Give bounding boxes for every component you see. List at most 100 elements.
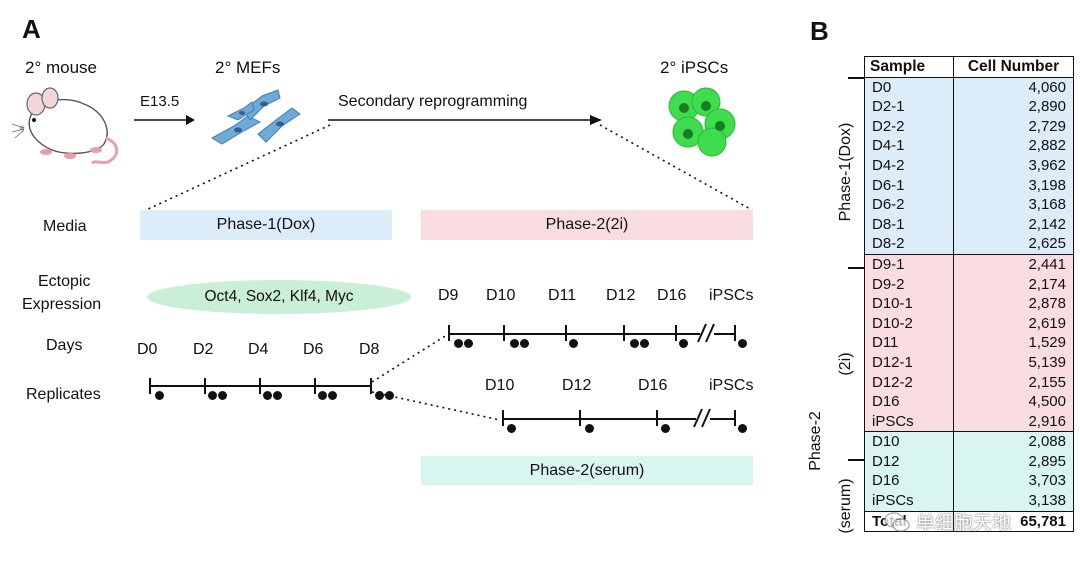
replicate-dot: [208, 391, 217, 400]
replicate-dot: [385, 391, 394, 400]
sample-cell: D4-2: [864, 155, 954, 176]
cell-number-cell: 2,895: [953, 451, 1074, 472]
timeline-tick: [149, 378, 151, 394]
sample-cell: D8-1: [864, 214, 954, 235]
chat-bubble-icon: [884, 511, 910, 532]
cell-number-cell: 2,142: [953, 214, 1074, 235]
replicate-dot: [318, 391, 327, 400]
row-label-days: Days: [46, 337, 83, 354]
group-label-2i: (2i): [837, 352, 854, 376]
row-label-ectopic: Ectopic: [38, 273, 91, 290]
sample-cell: D0: [864, 77, 954, 98]
group-bracket: [848, 459, 864, 461]
secondary-reprogramming-label: Secondary reprogramming: [338, 93, 528, 110]
replicate-dot: [218, 391, 227, 400]
replicate-dot: [585, 424, 594, 433]
phase2-day-label: D9: [438, 287, 459, 304]
arrow-right-long-icon: [328, 115, 602, 125]
sample-cell: D9-2: [864, 274, 954, 295]
cell-number-cell: 4,060: [953, 77, 1074, 98]
ipsc-label: 2° iPSCs: [660, 58, 729, 77]
sample-cell: D10-1: [864, 294, 954, 314]
replicate-dot: [569, 339, 578, 348]
cell-number-cell: 2,625: [953, 234, 1074, 255]
cell-number-cell: 1,529: [953, 333, 1074, 353]
row-label-expression: Expression: [22, 296, 102, 313]
replicate-dot: [263, 391, 272, 400]
group-bracket: [848, 77, 864, 79]
group-bracket: [848, 267, 864, 269]
total-value: 65,781: [953, 510, 1074, 533]
cell-number-cell: 3,198: [953, 175, 1074, 196]
sample-cell: D10: [864, 431, 954, 452]
sample-cell: D12-2: [864, 372, 954, 393]
phase1-day-label: D2: [193, 341, 214, 358]
cell-number-cell: 2,890: [953, 97, 1074, 117]
zoom-connector-lines: [145, 124, 753, 421]
replicate-dot: [738, 339, 747, 348]
replicate-dot: [273, 391, 282, 400]
group-label-phase2: Phase-2: [807, 411, 824, 471]
table-header-row: Sample Cell Number: [864, 56, 1074, 78]
arrow-right-icon: [134, 115, 195, 125]
replicate-dot: [630, 339, 639, 348]
cell-number-cell: 2,619: [953, 313, 1074, 334]
sample-cell: D10-2: [864, 313, 954, 334]
timeline-tick: [656, 410, 658, 426]
sample-cell: D6-1: [864, 175, 954, 196]
timeline-tick: [623, 325, 625, 341]
serum-day-label: D12: [562, 377, 592, 394]
mef-label: 2° MEFs: [215, 58, 281, 77]
timeline-break-icon: [693, 408, 711, 428]
phase2-media-band: Phase-2(2i): [421, 210, 753, 240]
timeline-tick: [675, 325, 677, 341]
timeline-tick: [502, 410, 504, 426]
cell-number-cell: 2,155: [953, 372, 1074, 393]
cell-number-header: Cell Number: [953, 56, 1074, 78]
mouse-icon: [12, 87, 119, 164]
ectopic-factors-ellipse: Oct4, Sox2, Klf4, Myc: [147, 280, 411, 314]
sample-cell: iPSCs: [864, 491, 954, 512]
timeline-break-icon: [697, 323, 715, 343]
phase1-day-label: D8: [359, 341, 380, 358]
cell-number-cell: 2,729: [953, 116, 1074, 137]
sample-cell: D4-1: [864, 136, 954, 156]
panel-a-letter: A: [22, 14, 41, 44]
timeline-tick: [370, 378, 372, 394]
phase2-day-label: D11: [548, 287, 577, 304]
timeline-tick: [204, 378, 206, 394]
timeline-tick: [734, 410, 736, 426]
phase2-day-label: iPSCs: [709, 287, 754, 304]
sample-cell: D16: [864, 471, 954, 492]
sample-cell: D8-2: [864, 234, 954, 255]
phase1-day-label: D0: [137, 341, 158, 358]
cell-number-cell: 2,882: [953, 136, 1074, 156]
serum-day-label: D16: [638, 377, 668, 394]
serum-day-label: iPSCs: [709, 377, 754, 394]
timeline-tick: [579, 410, 581, 426]
phase1-day-label: D4: [248, 341, 269, 358]
total-row: Total65,781: [864, 510, 1074, 533]
replicate-dot: [510, 339, 519, 348]
cell-number-cell: 3,703: [953, 471, 1074, 492]
watermark-text: 单细胞天地: [916, 512, 1012, 534]
serum-day-label: D10: [485, 377, 515, 394]
